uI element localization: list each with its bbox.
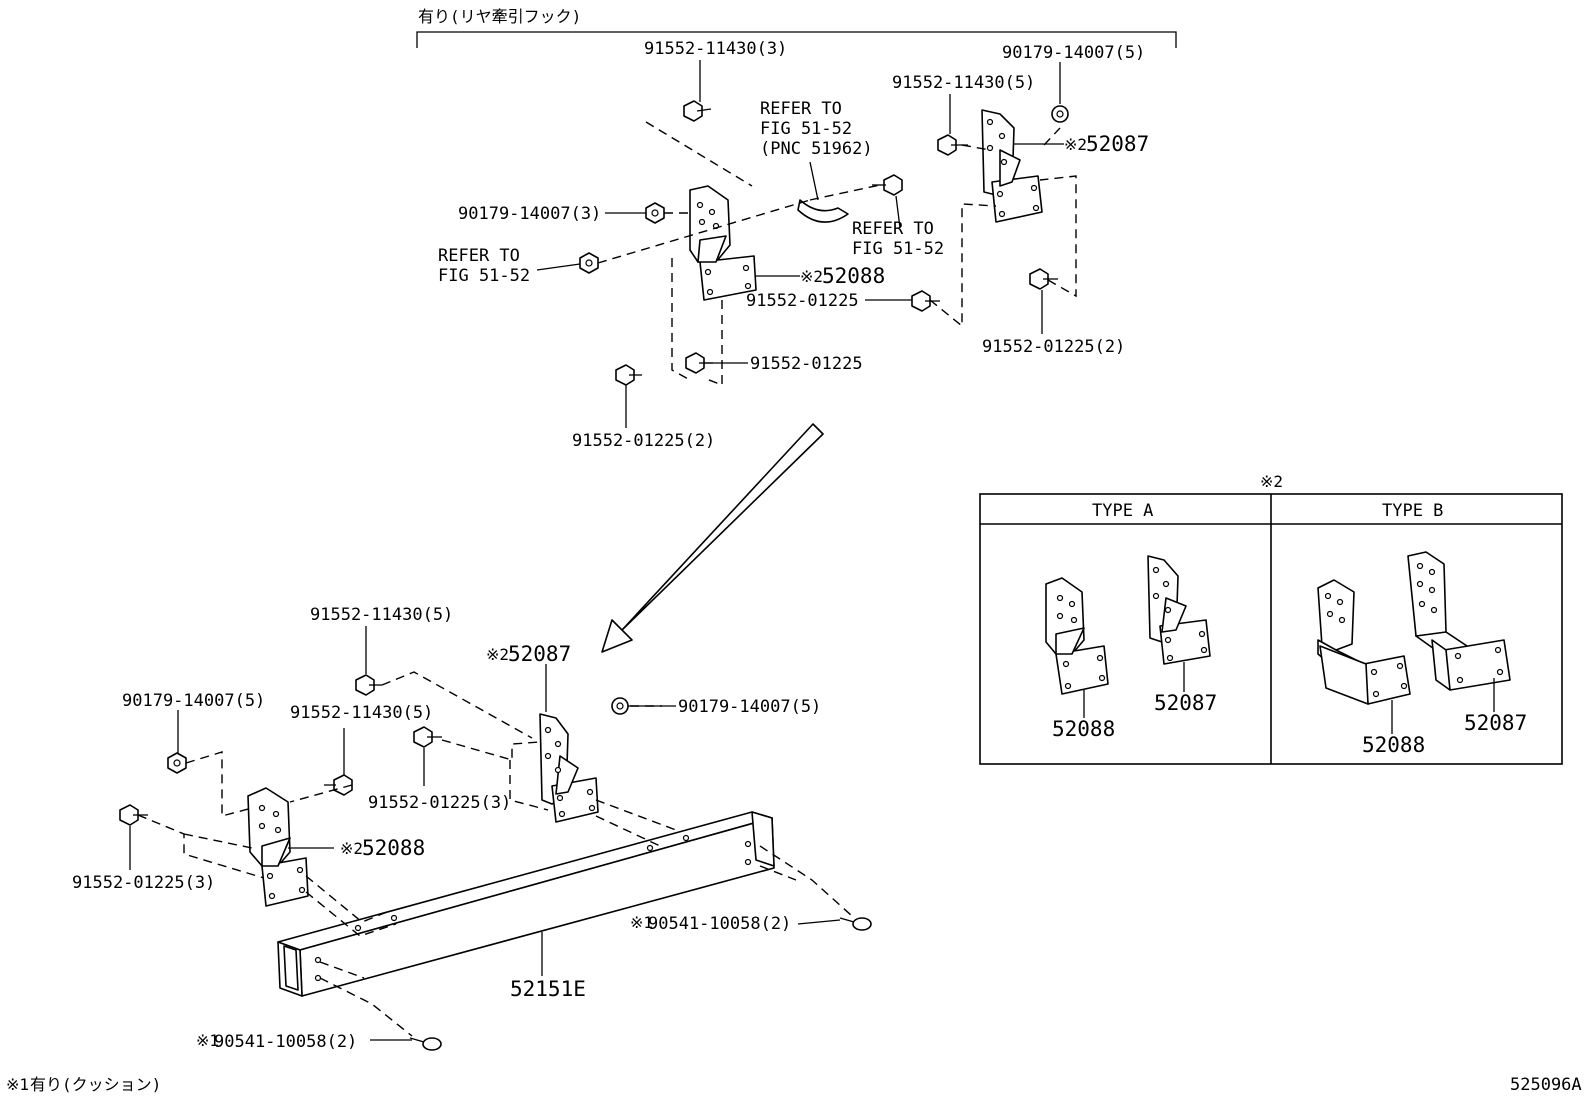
- label-bot-nut-14007-5-right: 90179-14007(5): [678, 697, 821, 717]
- nut-icon: [611, 697, 629, 715]
- inset-type-b-label-52087: 52087: [1464, 711, 1527, 735]
- bolt-icon: [911, 290, 940, 312]
- label-cushion-left-mark: ※1: [196, 1031, 219, 1050]
- label-top-bolt-11430-3: 91552-11430(3): [644, 39, 787, 59]
- type-a-52088-drawing: [1045, 577, 1109, 695]
- top-assembly: [536, 60, 1077, 428]
- inset-type-b-header: TYPE B: [1382, 501, 1443, 521]
- nut-icon: [579, 252, 599, 274]
- type-inset-table: ※2 TYPE A TYPE B 52088 5208: [979, 472, 1563, 765]
- bolt-icon: [872, 174, 903, 196]
- label-top-52087: 52087: [1086, 132, 1149, 156]
- label-bot-nut-14007-5-left: 90179-14007(5): [122, 691, 265, 711]
- inset-type-a-header: TYPE A: [1092, 501, 1153, 521]
- bracket-52088-top: [689, 185, 757, 301]
- footer-note: 有り(クッション): [30, 1075, 161, 1094]
- label-top-nut-14007-3: 90179-14007(3): [458, 204, 601, 224]
- inset-type-b-label-52088: 52088: [1362, 733, 1425, 757]
- bracket-52087-bottom: [539, 713, 599, 823]
- type-b-52088-drawing: [1317, 579, 1411, 705]
- bolt-icon: [937, 134, 968, 156]
- label-top-bolt-01225-2-left: 91552-01225(2): [572, 431, 715, 451]
- label-cushion-left: 90541-10058(2): [214, 1032, 357, 1052]
- nut-icon: [645, 202, 665, 224]
- nut-icon: [167, 752, 187, 774]
- label-refer-right-l1: REFER TO: [852, 219, 934, 239]
- cross-member-52151E: [277, 811, 775, 997]
- bolt-icon: [119, 804, 148, 826]
- inset-mark: ※2: [1260, 472, 1283, 491]
- label-cushion-right: 90541-10058(2): [648, 914, 791, 934]
- label-top-bolt-11430-5: 91552-11430(5): [892, 73, 1035, 93]
- label-bot-bolt-11430-5-mid: 91552-11430(5): [290, 703, 433, 723]
- label-top-nut-14007-5: 90179-14007(5): [1002, 43, 1145, 63]
- cushion-icon: [839, 917, 872, 931]
- type-a-52087-drawing: [1147, 555, 1211, 665]
- label-bot-52087-mark: ※2: [486, 645, 509, 664]
- figure-id: 525096A: [1510, 1075, 1582, 1095]
- bolt-icon: [355, 674, 382, 696]
- bolt-icon: [413, 726, 442, 748]
- nut-icon: [1051, 105, 1069, 123]
- assembly-arrow-icon: [601, 423, 824, 653]
- bolt-icon: [1029, 268, 1058, 290]
- label-refer-right-l2: FIG 51-52: [852, 239, 944, 259]
- bracket-label: 有り(リヤ牽引フック): [418, 7, 581, 26]
- bolt-icon: [615, 364, 642, 386]
- label-top-bolt-01225-lower: 91552-01225: [750, 354, 863, 374]
- label-top-52087-mark: ※2: [1064, 135, 1087, 154]
- label-bot-bolt-11430-5-top: 91552-11430(5): [310, 605, 453, 625]
- inset-type-a-label-52087: 52087: [1154, 691, 1217, 715]
- bolt-icon: [683, 100, 712, 122]
- type-b-52087-drawing: [1407, 551, 1511, 691]
- label-bot-52088: 52088: [362, 836, 425, 860]
- label-refer-pnc-l2: FIG 51-52: [760, 119, 852, 139]
- footer-note-mark: ※1: [6, 1075, 29, 1094]
- label-bot-bolt-01225-3-mid: 91552-01225(3): [368, 793, 511, 813]
- bracket-52088-bottom: [247, 787, 309, 907]
- label-top-52088: 52088: [822, 264, 885, 288]
- label-refer-left-l2: FIG 51-52: [438, 266, 530, 286]
- label-top-bolt-01225-2-right: 91552-01225(2): [982, 337, 1125, 357]
- bottom-assembly: [119, 626, 872, 1051]
- tow-hook: [797, 199, 849, 223]
- label-top-52088-mark: ※2: [800, 267, 823, 286]
- bolt-icon: [324, 774, 353, 796]
- inset-type-a-label-52088: 52088: [1052, 717, 1115, 741]
- cushion-icon: [409, 1037, 442, 1051]
- label-refer-pnc-l1: REFER TO: [760, 99, 842, 119]
- label-refer-pnc-l3: (PNC 51962): [760, 139, 873, 159]
- label-bot-bolt-01225-3-left: 91552-01225(3): [72, 873, 215, 893]
- label-crossmember: 52151E: [510, 977, 586, 1001]
- label-bot-52088-mark: ※2: [340, 839, 363, 858]
- label-cushion-right-mark: ※1: [630, 913, 653, 932]
- bracket-52087-top: [981, 109, 1043, 223]
- label-top-bolt-01225-mid: 91552-01225: [746, 291, 859, 311]
- label-refer-left-l1: REFER TO: [438, 246, 520, 266]
- label-bot-52087: 52087: [508, 642, 571, 666]
- top-group-bracket: 有り(リヤ牽引フック): [416, 7, 1177, 48]
